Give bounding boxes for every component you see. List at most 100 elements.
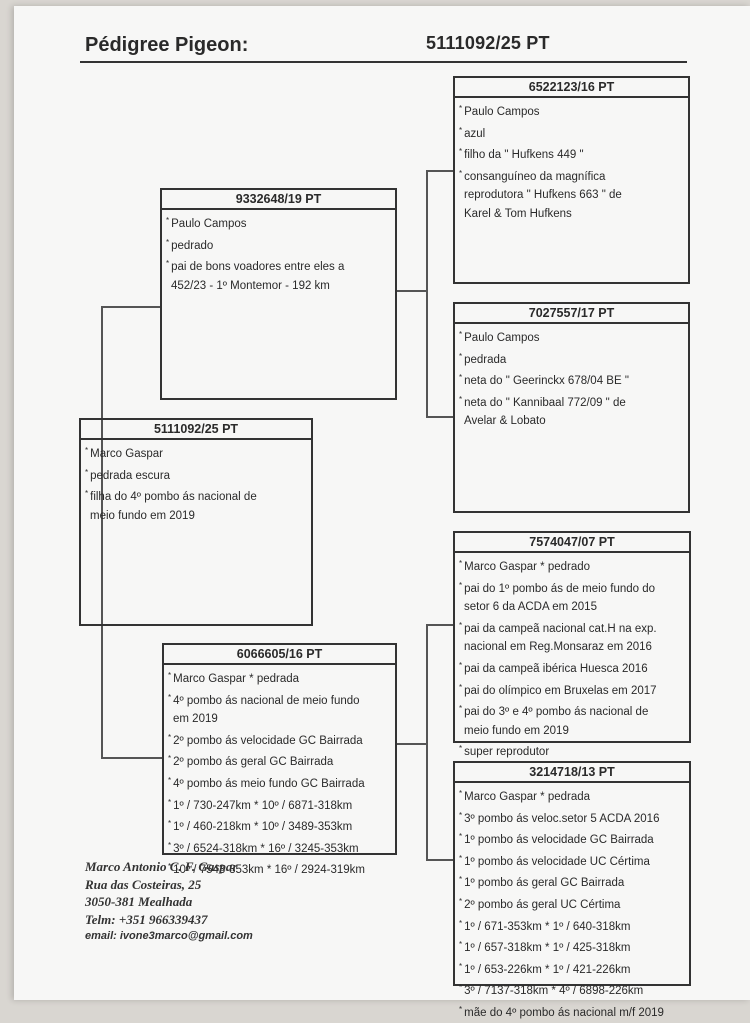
detail-text: meio fundo em 2019 [464,724,569,737]
connector-subject-to-dam [101,757,163,759]
detail-text: 1º / 653-226km * 1º / 421-226km [464,963,631,976]
detail-text: meio fundo em 2019 [90,509,195,522]
detail-line: *3º / 7137-318km * 4º / 6898-226km [459,979,685,1001]
bullet-star-icon: * [459,104,463,113]
pigeon-details: *Marco Gaspar*pedrada escura*filha do 4º… [81,440,311,525]
bullet-star-icon: * [459,168,463,178]
detail-text: filho da " Hufkens 449 " [464,149,584,162]
pigeon-card-subject: 5111092/25 PT *Marco Gaspar*pedrada escu… [79,418,313,626]
detail-line: *pai da campeã ibérica Huesca 2016 [459,657,685,679]
detail-text: Paulo Campos [171,218,247,230]
detail-text: 1º / 657-318km * 1º / 425-318km [464,942,631,955]
detail-text: consanguíneo da magnífica [464,170,606,183]
bullet-star-icon: * [168,819,172,829]
bullet-star-icon: * [168,732,172,742]
detail-line: *Marco Gaspar * pedrada [459,785,685,807]
detail-line: *azul [459,122,684,144]
bullet-star-icon: * [459,660,463,670]
bullet-star-icon: * [459,961,463,971]
detail-text: 1º / 671-353km * 1º / 640-318km [464,920,631,933]
bullet-star-icon: * [459,125,463,135]
detail-text: filha do 4º pombo ás nacional de [90,491,257,504]
detail-text: reprodutora " Hufkens 663 " de [464,189,622,202]
detail-line: em 2019 [168,710,391,729]
pigeon-card-sire: 9332648/19 PT *Paulo Campos*pedrado*pai … [160,188,397,400]
detail-line: *4º pombo ás meio fundo GC Bairrada [168,772,391,794]
pedigree-header: Pédigree Pigeon: 5111092/25 PT [0,0,750,70]
detail-text: 1º pombo ás velocidade GC Bairrada [464,834,654,847]
detail-text: 4º pombo ás nacional de meio fundo [173,694,360,707]
breeder-contact: Marco Antonio C. F. Gaspar Rua das Coste… [85,858,253,946]
detail-line: *10º / 7543-353km * 16º / 2924-319km [168,858,391,880]
bullet-star-icon: * [166,259,170,269]
connector-subject-vertical [101,306,103,758]
bullet-star-icon: * [459,682,463,692]
detail-text: 452/23 - 1º Montemor - 192 km [171,279,330,292]
detail-text: nacional em Reg.Monsaraz em 2016 [464,641,652,654]
bullet-star-icon: * [459,580,463,590]
detail-line: *2º pombo ás geral GC Bairrada [168,750,391,772]
detail-line: *Paulo Campos [459,100,684,122]
detail-line: *pai do olímpico em Bruxelas em 2017 [459,679,685,701]
detail-line: *neta do " Kannibaal 772/09 " de [459,391,684,413]
detail-line: *1º pombo ás velocidade GC Bairrada [459,828,685,850]
bullet-star-icon: * [459,896,463,906]
detail-text: 4º pombo ás meio fundo GC Bairrada [173,777,365,790]
detail-line: 452/23 - 1º Montemor - 192 km [166,277,391,296]
ring-number: 5111092/25 PT [81,420,311,440]
bullet-star-icon: * [85,489,89,499]
detail-text: Marco Gaspar * pedrada [464,791,591,803]
detail-text: pai do 3º e 4º pombo ás nacional de [464,706,649,719]
detail-text: neta do " Geerinckx 678/04 BE " [464,375,629,388]
detail-line: *1º / 653-226km * 1º / 421-226km [459,958,685,980]
detail-line: *pai do 3º e 4º pombo ás nacional de [459,700,685,722]
pigeon-details: *Marco Gaspar * pedrada*4º pombo ás naci… [164,665,395,880]
connector-sire-to-sire-sire [426,170,454,172]
detail-line: reprodutora " Hufkens 663 " de [459,186,684,205]
detail-text: 2º pombo ás geral GC Bairrada [173,756,334,769]
bullet-star-icon: * [459,940,463,950]
bullet-star-icon: * [459,620,463,630]
pigeon-card-dam: 6066605/16 PT *Marco Gaspar * pedrada*4º… [162,643,397,876]
detail-text: 1º / 730-247km * 10º / 6871-318km [173,799,353,812]
detail-line: *pai do 1º pombo ás de meio fundo do [459,577,685,599]
bullet-star-icon: * [459,1004,463,1014]
detail-line: *pai da campeã nacional cat.H na exp. [459,617,685,639]
pigeon-details: *Marco Gaspar * pedrada*3º pombo ás velo… [455,783,689,1023]
pigeon-card-sire-dam: 7027557/17 PT *Paulo Campos*pedrada*neta… [453,302,690,513]
detail-line: *2º pombo ás geral UC Cértima [459,893,685,915]
detail-text: 2º pombo ás geral UC Cértima [464,898,621,911]
bullet-star-icon: * [166,216,170,225]
bullet-star-icon: * [168,671,172,680]
detail-line: *pedrada [459,348,684,370]
detail-text: 1º pombo ás geral GC Bairrada [464,877,625,890]
bullet-star-icon: * [459,744,463,754]
detail-line: *pedrada escura [85,464,307,486]
pigeon-details: *Marco Gaspar * pedrado*pai do 1º pombo … [455,553,689,762]
detail-line: *super reprodutor [459,740,685,762]
connector-dam-stub [396,743,427,745]
detail-line: *1º pombo ás geral GC Bairrada [459,871,685,893]
bullet-star-icon: * [459,330,463,339]
detail-text: pai do olímpico em Bruxelas em 2017 [464,684,657,697]
connector-sire-vertical [426,170,428,417]
detail-text: Marco Gaspar * pedrado [464,561,591,573]
detail-line: *Marco Gaspar * pedrada [168,667,391,689]
detail-text: pedrado [171,239,214,252]
ring-number: 7574047/07 PT [455,533,689,553]
detail-text: pai de bons voadores entre eles a [171,261,345,274]
detail-text: setor 6 da ACDA em 2015 [464,601,597,614]
detail-line: *pai de bons voadores entre eles a [166,255,391,277]
pigeon-details: *Paulo Campos*azul*filho da " Hufkens 44… [455,98,688,224]
bullet-star-icon: * [459,394,463,404]
bullet-star-icon: * [459,704,463,714]
detail-text: Marco Gaspar * pedrada [173,673,300,685]
connector-dam-to-dam-sire [426,624,454,626]
detail-line: *filho da " Hufkens 449 " [459,143,684,165]
ring-number: 6522123/16 PT [455,78,688,98]
ring-number: 3214718/13 PT [455,763,689,783]
detail-text: 10º / 7543-353km * 16º / 2924-319km [173,864,366,877]
detail-line: *Paulo Campos [459,326,684,348]
detail-text: Avelar & Lobato [464,415,546,428]
detail-line: *1º / 730-247km * 10º / 6871-318km [168,794,391,816]
